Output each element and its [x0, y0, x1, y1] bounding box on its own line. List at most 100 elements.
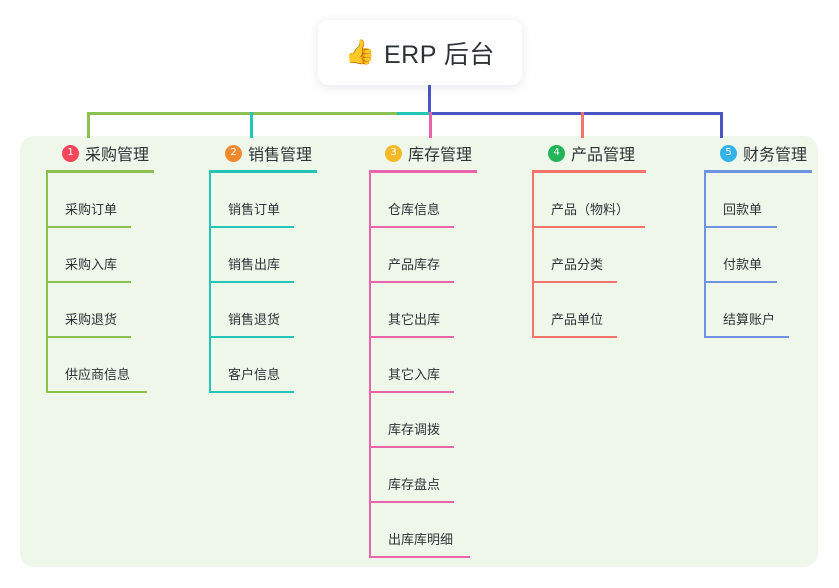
- branch-item[interactable]: 其它出库: [370, 283, 477, 338]
- branch-item-underline: [705, 226, 777, 228]
- branch-item-underline: [533, 336, 617, 338]
- branch-item[interactable]: 供应商信息: [47, 338, 154, 393]
- branch-item[interactable]: 库存调拨: [370, 393, 477, 448]
- connector-drop-1: [87, 112, 90, 138]
- branch-item-underline: [47, 336, 131, 338]
- diagram-panel: [20, 136, 818, 567]
- branch-item-underline: [210, 391, 294, 393]
- branch-number-badge: 3: [385, 144, 402, 162]
- root-stem-connector: [428, 85, 431, 114]
- branch-title: 销售管理: [248, 147, 313, 164]
- connector-drop-2: [250, 112, 253, 138]
- branch-item-label: 库存盘点: [388, 477, 441, 492]
- branch-item[interactable]: 结算账户: [705, 283, 812, 338]
- branch-item-list: 回款单付款单结算账户: [704, 173, 812, 338]
- branch-header-1[interactable]: 1 采购管理: [42, 136, 154, 170]
- branch-header-3[interactable]: 3 库存管理: [365, 136, 477, 170]
- branch-item[interactable]: 销售退货: [210, 283, 317, 338]
- branch-underline: [209, 170, 317, 173]
- branch-item-list: 销售订单销售出库销售退货客户信息: [209, 173, 317, 393]
- thumbs-up-icon: 👍: [345, 38, 375, 66]
- branch-item-underline: [47, 281, 131, 283]
- branch-column-3: 3 库存管理仓库信息产品库存其它出库其它入库库存调拨库存盘点出库库明细: [365, 136, 477, 558]
- branch-item-label: 其它出库: [388, 312, 441, 327]
- branch-column-2: 2 销售管理销售订单销售出库销售退货客户信息: [205, 136, 317, 393]
- branch-item-underline: [370, 556, 470, 558]
- branch-item-list: 产品（物料） 产品分类产品单位: [532, 173, 646, 338]
- branch-item-label: 采购入库: [65, 257, 118, 272]
- branch-item-label: 出库库明细: [388, 532, 454, 547]
- branch-item-label: 供应商信息: [65, 367, 131, 382]
- branch-item-label: 库存调拨: [388, 422, 441, 437]
- branch-item-label: 付款单: [723, 257, 763, 272]
- branch-item-label: 销售出库: [228, 257, 281, 272]
- connector-segment-green: [87, 112, 399, 115]
- branch-item-underline: [210, 226, 294, 228]
- branch-item[interactable]: 回款单: [705, 173, 812, 228]
- branch-item-label: 销售订单: [228, 202, 281, 217]
- branch-item[interactable]: 付款单: [705, 228, 812, 283]
- branch-title: 采购管理: [85, 147, 150, 164]
- branch-item-list: 采购订单采购入库采购退货供应商信息: [46, 173, 154, 393]
- branch-item[interactable]: 销售出库: [210, 228, 317, 283]
- branch-item-underline: [370, 336, 454, 338]
- branch-item-label: 其它入库: [388, 367, 441, 382]
- branch-underline: [532, 170, 646, 173]
- branch-header-2[interactable]: 2 销售管理: [205, 136, 317, 170]
- branch-columns: 1 采购管理采购订单采购入库采购退货供应商信息 2 销售管理销售订单销售出库销售退货客…: [20, 136, 818, 567]
- branch-item-label: 采购退货: [65, 312, 118, 327]
- connector-drop-5: [720, 112, 723, 138]
- branch-item[interactable]: 仓库信息: [370, 173, 477, 228]
- branch-column-1: 1 采购管理采购订单采购入库采购退货供应商信息: [42, 136, 154, 393]
- branch-item-label: 采购订单: [65, 202, 118, 217]
- branch-item-list: 仓库信息产品库存其它出库其它入库库存调拨库存盘点出库库明细: [369, 173, 477, 558]
- branch-item-label: 产品（物料）: [551, 202, 630, 217]
- branch-item[interactable]: 销售订单: [210, 173, 317, 228]
- branch-item-label: 产品单位: [551, 312, 604, 327]
- branch-item-label: 客户信息: [228, 367, 281, 382]
- branch-underline: [704, 170, 812, 173]
- branch-item-label: 结算账户: [723, 312, 776, 327]
- branch-item-underline: [533, 281, 617, 283]
- connector-drop-3: [429, 112, 432, 138]
- branch-item[interactable]: 产品单位: [533, 283, 646, 338]
- branch-title: 库存管理: [408, 147, 473, 164]
- branch-item-label: 回款单: [723, 202, 763, 217]
- branch-item[interactable]: 其它入库: [370, 338, 477, 393]
- branch-item[interactable]: 采购入库: [47, 228, 154, 283]
- branch-item-label: 产品分类: [551, 257, 604, 272]
- branch-item[interactable]: 库存盘点: [370, 448, 477, 503]
- branch-item-label: 产品库存: [388, 257, 441, 272]
- connector-segment-teal: [397, 112, 431, 115]
- root-node-erp-backend[interactable]: 👍 ERP 后台: [318, 20, 522, 85]
- branch-item-underline: [533, 226, 645, 228]
- branch-number-badge: 2: [225, 144, 242, 162]
- branch-item[interactable]: 出库库明细: [370, 503, 477, 558]
- branch-item-label: 仓库信息: [388, 202, 441, 217]
- branch-item-label: 销售退货: [228, 312, 281, 327]
- branch-item[interactable]: 采购订单: [47, 173, 154, 228]
- branch-item-underline: [370, 226, 454, 228]
- branch-underline: [369, 170, 477, 173]
- branch-item-underline: [705, 281, 777, 283]
- branch-item-underline: [47, 226, 131, 228]
- branch-item[interactable]: 产品（物料）: [533, 173, 646, 228]
- branch-item[interactable]: 产品库存: [370, 228, 477, 283]
- branch-item-underline: [370, 446, 454, 448]
- branch-item-underline: [705, 336, 789, 338]
- branch-item-underline: [47, 391, 147, 393]
- branch-item[interactable]: 采购退货: [47, 283, 154, 338]
- connector-drop-4: [581, 112, 584, 138]
- branch-item-underline: [370, 391, 454, 393]
- branch-number-badge: 1: [62, 144, 79, 162]
- branch-title: 产品管理: [571, 147, 636, 164]
- branch-underline: [46, 170, 154, 173]
- branch-item[interactable]: 产品分类: [533, 228, 646, 283]
- branch-item[interactable]: 客户信息: [210, 338, 317, 393]
- connector-segment-blue: [429, 112, 722, 115]
